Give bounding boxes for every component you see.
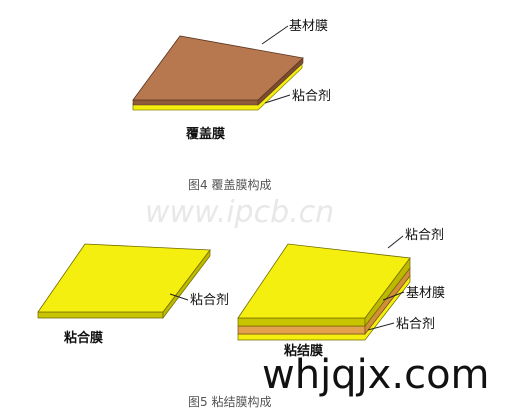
- bonding-film-figure: 粘合剂 基材膜 粘合剂 粘结膜: [237, 228, 445, 359]
- figure4-caption: 图4 覆盖膜构成: [188, 177, 271, 192]
- bonding-film-name: 粘结膜: [283, 343, 323, 359]
- left-label-adhesive: 粘合剂: [190, 293, 229, 308]
- bonding-film-top: [237, 243, 411, 319]
- adhesive-film-figure: 粘合剂 粘合膜: [37, 243, 229, 346]
- cover-film-name: 覆盖膜: [186, 126, 225, 142]
- site-watermark-faint: www.ipcb.cn: [145, 195, 334, 230]
- figure5-caption: 图5 粘结膜构成: [188, 394, 271, 409]
- site-watermark-big: whjqjx.com: [262, 352, 490, 398]
- cover-film-base-top: [132, 35, 304, 101]
- leader-line-left-adhesive: [169, 293, 189, 301]
- right-label-base-film: 基材膜: [406, 286, 445, 301]
- cover-film-figure: 基材膜 粘合剂 覆盖膜 图4 覆盖膜构成: [132, 19, 331, 192]
- label-base-film: 基材膜: [289, 19, 328, 34]
- right-label-adhesive-top: 粘合剂: [405, 228, 444, 243]
- adhesive-film-top: [37, 243, 211, 313]
- bonding-film-top-adhesive-front: [237, 317, 366, 327]
- leader-line-adhesive: [264, 94, 291, 104]
- adhesive-film-name: 粘合膜: [63, 330, 103, 346]
- cover-film-base-side: [132, 99, 259, 106]
- right-label-adhesive-bottom: 粘合剂: [396, 317, 435, 332]
- leader-line-base-film: [261, 25, 289, 45]
- leader-line-right-base-film: [382, 291, 405, 301]
- leader-line-right-adhesive-top: [387, 235, 404, 249]
- label-adhesive: 粘合剂: [292, 89, 331, 104]
- bonding-film-base-front: [237, 325, 366, 335]
- adhesive-film-side-front: [37, 311, 164, 319]
- leader-line-right-adhesive-bottom: [367, 322, 395, 331]
